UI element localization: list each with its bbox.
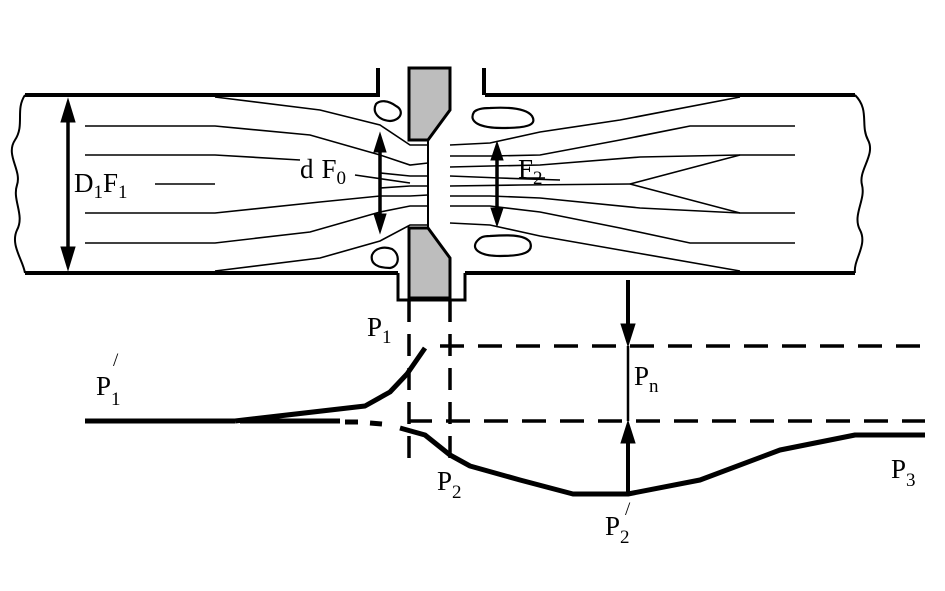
leader-lines [354,174,545,184]
streamline [450,195,741,214]
pipe-break-right [853,94,871,274]
contraction-area-label: F2 [518,154,543,189]
streamline [85,154,301,161]
pressure-curves [85,346,925,497]
streamline [449,222,741,272]
eddies [370,100,535,270]
projection-lines [407,300,452,470]
streamline [449,154,795,168]
pipe-walls [25,68,855,275]
eddy-upstream-top [373,100,402,123]
pressure-p3-label: P3 [891,454,916,491]
orifice-diameter-arrowhead-top [373,131,387,153]
eddy-downstream-bottom [473,234,532,258]
orifice-plate [396,66,467,302]
streamline [85,125,429,166]
pipe-diameter-arrowhead-bottom [60,246,76,272]
pressure-p1-prime-mark: / [113,350,119,371]
streamline [449,96,741,146]
pressure-p1-label: P1 [367,312,392,348]
orifice-plate-lower [407,226,452,300]
streamline [214,96,428,146]
streamline [214,224,428,272]
downstream-pressure-curve [399,425,925,497]
wall-pressure-rise [234,346,428,424]
pipe-diameter-label: D1F1 [74,168,128,203]
streamline [85,194,429,214]
contraction-arrowhead-bottom [490,207,504,228]
pressure-loss-arrowhead-top [620,323,636,348]
pressure-p1-prime-label: P1 [96,371,121,410]
pipe-diameter-arrowhead-top [60,97,76,123]
streamline [629,154,741,185]
pressure-p2-prime-label: P2 [605,511,630,548]
streamline [379,172,428,177]
orifice-plate-upper [407,66,452,142]
orifice-diameter-arrowhead-bottom [373,213,387,235]
streamline [449,183,631,187]
dimension-arrows [60,97,504,272]
streamline [450,125,795,157]
eddy-downstream-top [471,106,535,130]
pressure-loss-arrows [620,280,636,492]
orifice-label-leader [354,174,411,184]
pressure-drop-dotted-2 [369,420,383,427]
streamline [449,175,561,181]
streamline [450,205,795,244]
streamline [85,205,428,244]
flange-bottom [396,273,467,302]
pressure-p2-label: P2 [437,466,462,503]
eddy-upstream-bottom [370,246,399,270]
pressure-loss-label: Pn [634,361,659,397]
streamline [379,185,428,189]
contraction-arrowhead-top [490,140,504,161]
pressure-p2-prime-mark: / [625,499,631,520]
streamlines [85,96,795,272]
pipe-break-left [10,94,26,274]
pressure-reference-lines [408,344,925,423]
